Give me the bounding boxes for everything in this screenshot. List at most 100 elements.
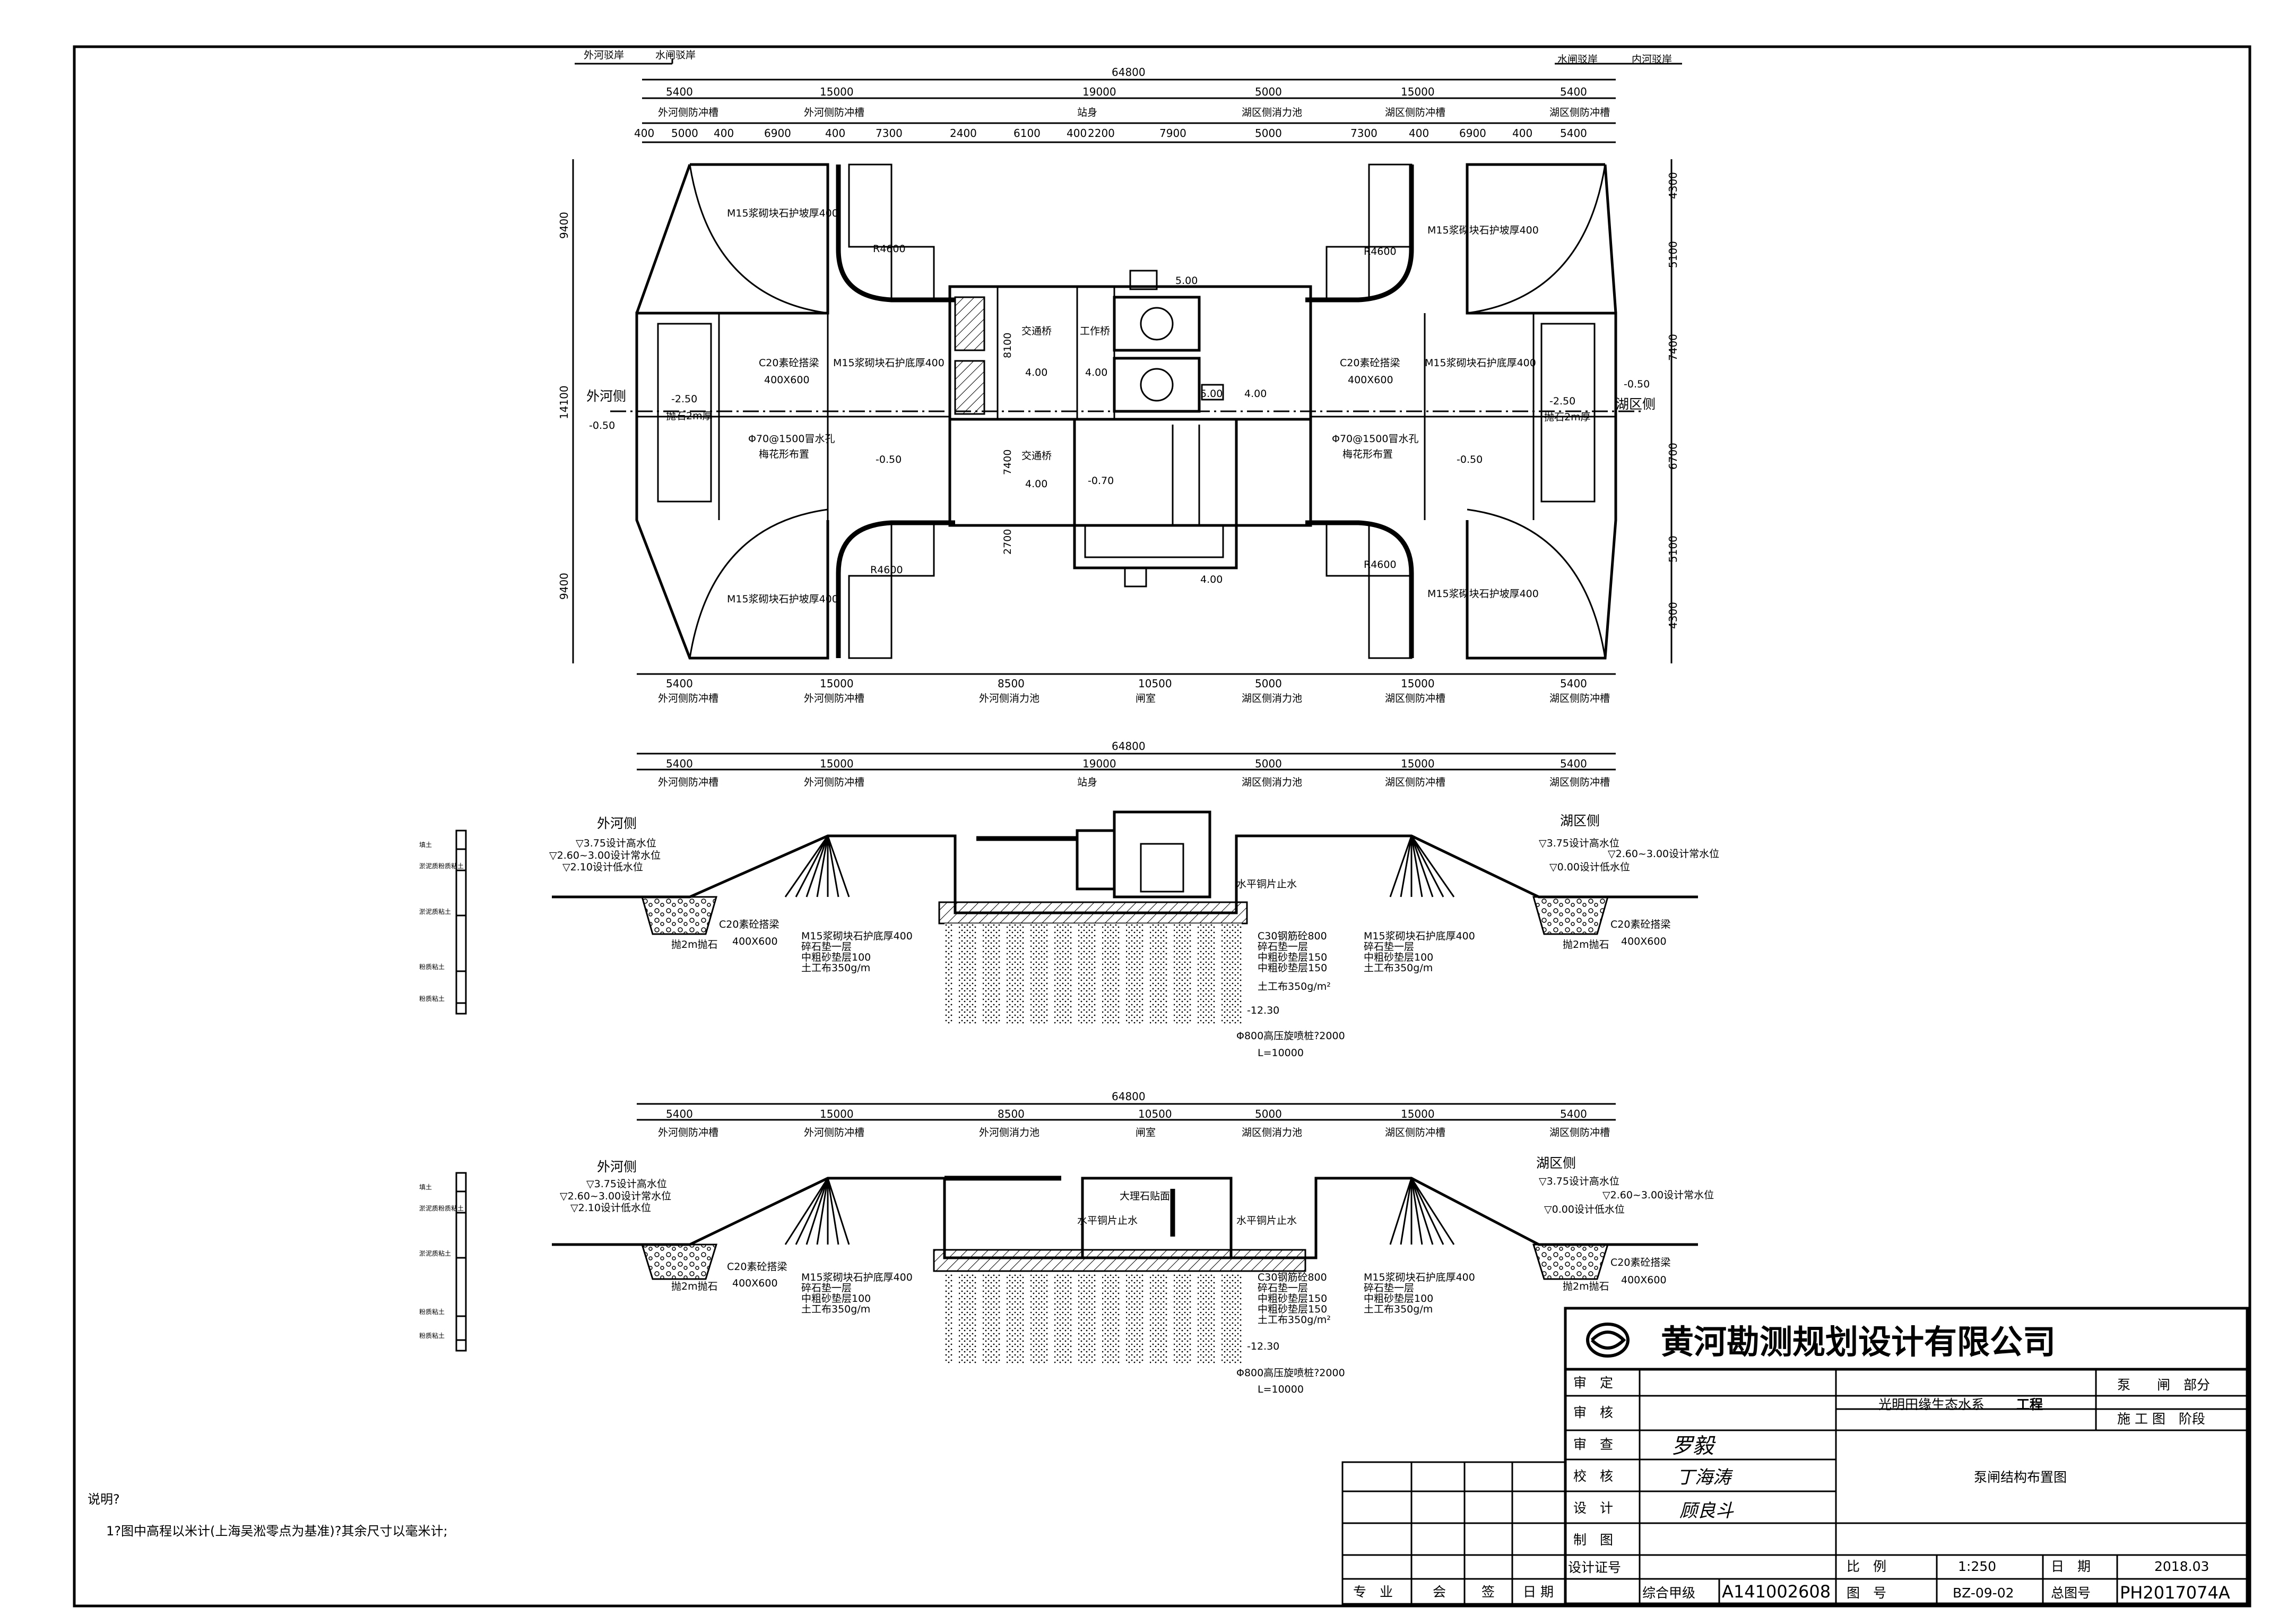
plan-bed-right: M15浆砌块石护底厚400 [1425,357,1536,369]
pbn-3: 闸室 [1136,693,1156,704]
ld-0: 9400 [558,212,570,239]
pbn-6: 湖区侧防冲槽 [1549,693,1610,704]
tb-total: PH2017074A [2120,1583,2230,1603]
s2-seg-3: 10500 [1138,1108,1172,1120]
plan-beam-size-left: 400X600 [764,374,810,386]
plan-d7400: 7400 [1002,450,1013,475]
ld-1: 14100 [558,385,570,419]
tb-cert: A141002608 [1722,1582,1831,1602]
s2-la-1: 碎石垫一层 [801,1282,852,1294]
s2-seg-4: 5000 [1255,1108,1282,1120]
s1-la-1: 碎石垫一层 [801,941,852,953]
plan-r4600-tr: R4600 [1364,246,1397,257]
dd-11: 5000 [1255,127,1282,140]
plan-el-400-d: 4.00 [1244,388,1267,400]
s2-lar-1: 碎石垫一层 [1364,1282,1414,1294]
tb-row-4-label: 设 计 [1573,1500,1613,1516]
plan-beam-size-right: 400X600 [1348,374,1393,386]
s2-legend-0: 填土 [419,1184,432,1191]
tb-sign-col-0: 专 业 [1353,1584,1393,1600]
tb-stage: 施 工 图 阶段 [2117,1411,2205,1427]
s1-c20-l: C20素砼搭梁 [719,919,779,930]
plan-drain-left: Φ70@1500冒水孔 [748,433,835,445]
tb-scale-label: 比 例 [1847,1559,1886,1574]
s1-wl1-r: ▽3.75设计高水位 [1539,837,1619,849]
s1-la-0: M15浆砌块石护底厚400 [801,930,913,942]
s2-lar-2: 中粗砂垫层100 [1364,1293,1433,1305]
dd-16: 5400 [1560,127,1587,140]
section-2 [455,1103,1698,1364]
s2-wl1: ▽3.75设计高水位 [586,1178,667,1190]
s2-el1230: -12.30 [1247,1341,1279,1352]
s2-total: 64800 [1112,1090,1146,1103]
s1-seg-5: 5400 [1560,757,1587,770]
plan-r4600-tl: R4600 [873,243,906,255]
s1-legend-2: 淤泥质粘土 [419,908,451,915]
pb-2: 8500 [998,677,1025,690]
plan-stone-left: 抛石2m厚 [666,410,713,422]
tb-row-2-label: 审 查 [1573,1437,1613,1452]
dd-15: 400 [1512,127,1532,140]
plan-r4600-bl: R4600 [870,564,903,576]
tb-row-0-label: 审 定 [1573,1375,1613,1390]
plan-el-050-left: -0.50 [589,420,615,431]
s1-lb-4: 土工布350g/m² [1258,981,1331,992]
tb-no: BZ-09-02 [1953,1585,2014,1601]
tb-grade-label: 综合甲级 [1642,1585,1695,1601]
s2-seg-name-3: 闸室 [1136,1127,1156,1138]
s1-wl2: ▽2.60~3.00设计常水位 [549,850,661,861]
pbn-5: 湖区侧防冲槽 [1385,693,1445,704]
s2-outer: 外河侧 [597,1159,637,1174]
s2-seg-name-2: 外河侧消力池 [979,1127,1039,1138]
rd-5: 4300 [1667,602,1679,629]
tb-date: 2018.03 [2154,1559,2209,1574]
s1-lar-3: 土工布350g/m [1364,962,1433,974]
tb-designer-signature: 顾良斗 [1679,1500,1734,1522]
plan-drain-right: Φ70@1500冒水孔 [1332,433,1419,445]
dd-6: 2400 [950,127,977,140]
s1-seg-name-4: 湖区侧防冲槽 [1385,776,1445,788]
plan-r4600-br: R4600 [1364,559,1397,571]
detail-dims: 400 5000 400 6900 400 7300 2400 6100 400… [634,127,1587,140]
s2-lb-2: 中粗砂垫层150 [1258,1293,1327,1305]
s2-c20-r: C20素砼搭梁 [1610,1257,1670,1268]
s2-la-0: M15浆砌块石护底厚400 [801,1272,913,1283]
tb-drawing-name: 泵闸结构布置图 [1974,1470,2067,1485]
s1-legend-0: 填土 [419,841,432,849]
tb-total-label: 总图号 [2051,1585,2091,1601]
s1-seg-name-5: 湖区侧防冲槽 [1549,776,1610,788]
plan-work-bridge: 工作桥 [1080,325,1110,337]
s1-lb-3: 中粗砂垫层150 [1258,962,1327,974]
s1-wl3: ▽2.10设计低水位 [562,861,643,873]
plan-revetment-bl: M15浆砌块石护坡厚400 [727,593,838,605]
seg-name-2: 站身 [1077,107,1097,118]
tb-no-label: 图 号 [1847,1585,1886,1601]
s2-seg-0: 5400 [666,1108,693,1120]
s2-seg-1: 15000 [820,1108,854,1120]
sheet-border [73,45,2251,1608]
plan-el-050-d: -0.50 [1457,454,1483,465]
top-segment-dims: 5400 15000 19000 5000 15000 5400 外河侧防冲槽 … [658,85,1610,118]
s2-wl2: ▽2.60~3.00设计常水位 [560,1190,671,1202]
plan-beam-left: C20素砼搭梁 [759,357,819,369]
s2-seg-2: 8500 [998,1108,1025,1120]
s2-seg-name-1: 外河侧防冲槽 [804,1127,864,1138]
rd-0: 4300 [1667,172,1679,199]
dim-seg-1: 15000 [820,85,854,98]
s2-lar-0: M15浆砌块石护底厚400 [1364,1272,1475,1283]
plan-bottom-dims: 5400 15000 8500 10500 5000 15000 5400 外河… [637,673,1616,704]
s1-lar-1: 碎石垫一层 [1364,941,1414,953]
plan-el-400-a: 4.00 [1025,367,1047,378]
s2-seg-name-0: 外河侧防冲槽 [658,1127,718,1138]
ld-2: 9400 [558,573,570,600]
dd-9: 2200 [1088,127,1115,140]
plan-el-500-a: 5.00 [1175,275,1198,287]
plan-revetment-tr: M15浆砌块石护坡厚400 [1427,224,1539,236]
plan-revetment-tl: M15浆砌块石护坡厚400 [727,208,838,219]
tb-row-1-label: 审 核 [1573,1405,1613,1420]
pbn-2: 外河侧消力池 [979,693,1039,704]
dd-2: 400 [714,127,734,140]
company-logo [1586,1323,1630,1358]
s1-stone-r: 抛2m抛石 [1563,939,1609,951]
s2-inner: 湖区侧 [1536,1155,1576,1171]
